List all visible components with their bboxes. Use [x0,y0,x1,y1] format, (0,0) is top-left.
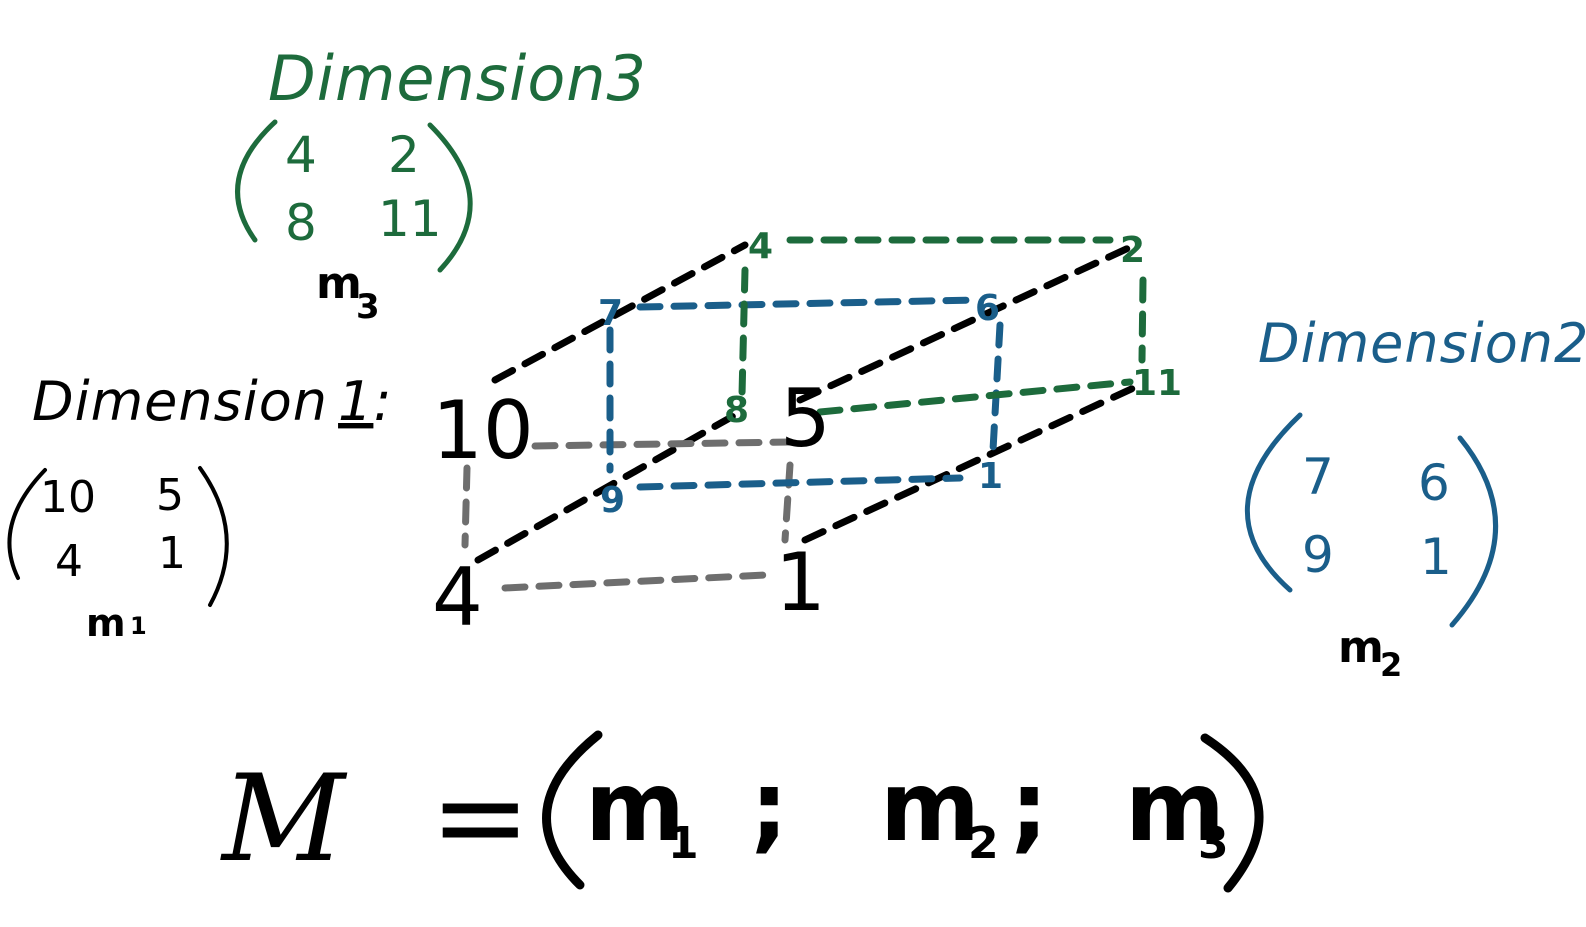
dimension3-right-paren [427,122,473,273]
equation-m1: m [585,751,685,863]
cube-wireframe [461,236,1147,592]
dimension3-label-m: m [316,258,362,309]
back-corner-bl: 8 [724,390,749,431]
dimension2-title: Dimension2 [1258,312,1586,375]
edge-depth-top-right [796,241,1139,404]
dimension1-label-sub: 1 [130,612,147,640]
back-corner-tr: 2 [1120,230,1145,271]
equation-m2: m [880,751,980,863]
middle-bottom-edge [636,474,964,491]
dimension2-block: Dimension2 7 6 9 1 [1245,312,1586,628]
dimension2-m12: 6 [1418,454,1450,512]
equation-left-paren [542,730,603,890]
dimension1-title-num: 1 [338,370,373,433]
equation-lhs: M [220,750,348,889]
middle-right-edge [989,321,1004,454]
dimension2-label: m 2 [1338,622,1402,684]
dimension2-m11: 7 [1302,448,1334,506]
equation-right-paren [1200,733,1264,893]
middle-corner-br: 1 [978,456,1003,497]
middle-top-edge [636,296,979,311]
dimension3-label: m 3 [316,258,380,327]
dimension2-left-paren [1245,412,1303,593]
middle-corner-tr: 6 [975,288,1000,329]
back-corner-br: 11 [1132,363,1182,404]
dimension1-left-paren [7,468,47,580]
cube-back-labels: 4 2 8 11 [724,226,1182,431]
equation-sub3: 3 [1198,818,1229,869]
equation-sub2: 2 [968,818,999,869]
equation-sub1: 1 [668,818,699,869]
dimension3-block: Dimension3 4 2 8 11 [235,42,647,273]
dimension1-right-paren [198,466,229,607]
back-left-edge [738,266,749,399]
front-right-edge [781,461,794,544]
dimension2-label-m: m [1338,622,1384,673]
equation-equals: = [430,748,531,887]
equation-sep2: ; [1010,751,1048,863]
dimension2-right-paren [1449,435,1498,628]
equation-sep1: ; [750,751,788,863]
edge-depth-bottom-right [801,381,1144,544]
dimension3-m21: 8 [285,194,317,252]
dimension1-m11: 10 [40,472,96,523]
dimension2-label-sub: 2 [1380,646,1402,684]
front-left-edge [461,464,471,549]
dimension1-title-word: Dimension [32,370,328,433]
middle-corner-tl: 7 [598,293,623,334]
edge-depth-top-left [491,241,749,384]
dimension3-title: Dimension3 [268,42,647,115]
middle-corner-bl: 9 [600,480,625,521]
cube-front-labels: 10 5 4 1 [432,372,831,644]
dimension1-label-m: m [86,601,126,645]
cube-middle-labels: 7 6 9 1 [598,288,1003,521]
front-corner-tl: 10 [432,384,534,477]
front-top-edge [531,438,794,450]
dimension3-m11: 4 [285,126,317,184]
dimension2-m21: 9 [1302,526,1334,584]
dimension1-title-colon: : [373,370,392,433]
back-corner-tl: 4 [748,226,773,267]
front-bottom-edge [501,571,769,592]
front-corner-bl: 4 [432,551,483,644]
back-bottom-edge [816,378,1134,416]
front-corner-tr: 5 [780,372,831,465]
edge-depth-bottom-left [474,411,739,564]
equation-m3: m [1125,751,1225,863]
dimension1-m21: 4 [55,536,83,587]
equation: M = m 1 ; m 2 ; m 3 [220,730,1264,893]
dimension3-m12: 2 [388,126,420,184]
dimension3-label-sub: 3 [356,287,380,327]
back-right-edge [1138,276,1147,364]
dimension1-m12: 5 [156,470,184,521]
dimension2-m22: 1 [1420,528,1452,586]
front-corner-br: 1 [775,536,826,629]
dimension1-m22: 1 [158,528,186,579]
dimension3-left-paren [235,119,278,243]
dimension3-m22: 11 [378,190,442,248]
